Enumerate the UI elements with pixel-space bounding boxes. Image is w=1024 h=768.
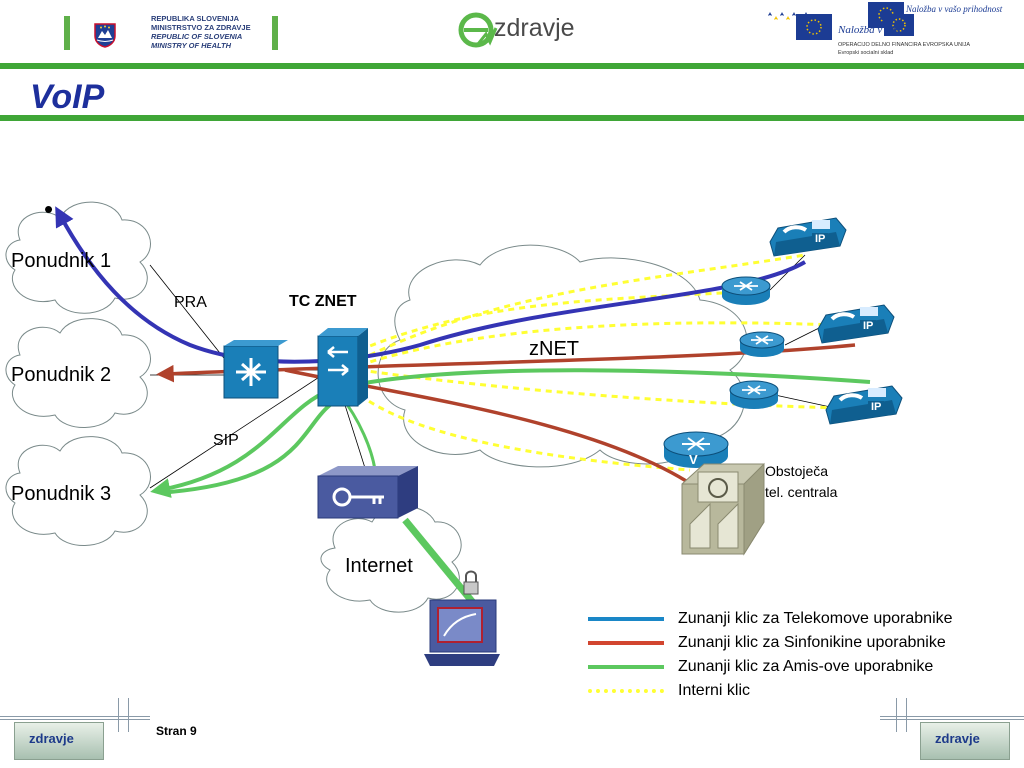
link-sip-p3 <box>149 369 331 489</box>
page-number: Stran 9 <box>156 724 197 738</box>
link-tc-fw <box>344 404 366 469</box>
link-r1-phone1 <box>769 254 806 291</box>
internal-call-3 <box>359 368 846 410</box>
footer-tick-left-2 <box>128 698 129 732</box>
amis-call-path <box>150 368 871 498</box>
footer-logo-left: zdravje <box>14 722 104 760</box>
pbx-label-2: tel. centrala <box>765 484 838 500</box>
eu-op-text: OPERACIJO DELNO FINANCIRA EVROPSKA UNIJA <box>838 42 971 48</box>
pra-label: PRA <box>174 294 207 311</box>
legend-label-internal: Interni klic <box>678 682 751 699</box>
footer-rule-right <box>880 716 1024 717</box>
link-r3-phone3 <box>774 394 836 409</box>
header-divider-bottom <box>0 115 1024 121</box>
internet-uplink <box>402 517 478 608</box>
legend-item-sinfonika: Zunanji klic za Sinfonikine uporabnike <box>588 631 946 655</box>
footer-tick-left <box>118 698 119 732</box>
legend-label-amis: Zunanji klic za Amis-ove uporabnike <box>678 658 934 675</box>
eu-flag-3 <box>884 14 914 36</box>
tc-znet-label: TC ZNET <box>289 293 357 310</box>
internal-call-2 <box>359 321 836 367</box>
legend-swatch-amis <box>588 665 664 669</box>
provider-1-label: Ponudnik 1 <box>11 250 112 272</box>
router-1 <box>721 276 771 305</box>
ministry-line-1: REPUBLIKA SLOVENIJA <box>151 14 240 23</box>
slovenia-coat-of-arms <box>92 22 118 48</box>
ip-phone-3-badge: IP <box>868 401 885 413</box>
internet-label: Internet <box>345 555 413 577</box>
provider-3-label: Ponudnik 3 <box>11 483 112 505</box>
ip-phone-2 <box>817 304 895 344</box>
provider-2-label: Ponudnik 2 <box>11 364 112 386</box>
legend-swatch-telekom <box>588 617 664 621</box>
ezdravje-logo-text: zdravje <box>494 14 575 42</box>
legacy-pbx <box>681 462 765 556</box>
router-3 <box>729 380 779 409</box>
footer-rule-left <box>0 716 150 717</box>
footer-logo-right: zdravje <box>920 722 1010 760</box>
ip-phone-3 <box>825 385 903 425</box>
pbx-label-1: Obstoječa <box>765 463 829 479</box>
footer-tick-right <box>896 698 897 732</box>
legend-label-telekom: Zunanji klic za Telekomove uporabnike <box>678 610 953 627</box>
footer-rule-right-2 <box>880 719 1024 720</box>
voice-gateway <box>223 340 288 399</box>
voice-router-badge: V <box>689 452 698 467</box>
footer-tick-right-2 <box>906 698 907 732</box>
router-2 <box>739 331 785 357</box>
footer-logo-left-text: zdravje <box>29 731 74 746</box>
tc-znet-switch <box>317 328 368 407</box>
legend-swatch-sinfonika <box>588 641 664 645</box>
footer-rule-left-2 <box>0 719 150 720</box>
amis-call-path-2 <box>169 403 332 494</box>
footer: zdravje Stran 9 zdravje <box>0 690 1024 768</box>
voice-router <box>663 431 729 468</box>
legend-item-internal: Interni klic <box>588 679 750 703</box>
footer-logo-right-text: zdravje <box>935 731 980 746</box>
cloud-ponudnik-3 <box>5 436 151 546</box>
ministry-line-2: MINISTRSTVO ZA ZDRAVJE <box>151 23 251 32</box>
cloud-ponudnik-2 <box>5 318 151 428</box>
ezdravje-logo: zdravje <box>456 8 596 54</box>
ministry-line-3: REPUBLIC OF SLOVENIA <box>151 32 243 41</box>
eu-slogan: Naložba v vašo prihodnost <box>906 4 1003 14</box>
internal-call-4 <box>359 393 691 472</box>
header-bar-left-1 <box>64 16 70 50</box>
sip-label: SIP <box>213 432 239 449</box>
legend-swatch-internal <box>588 689 664 693</box>
slide-bullet: • <box>44 194 54 224</box>
ip-phone-1 <box>769 217 847 257</box>
ministry-text: REPUBLIKA SLOVENIJA MINISTRSTVO ZA ZDRAV… <box>151 14 251 50</box>
eu-fund-text: Evropski socialni sklad <box>838 50 894 56</box>
legend-label-sinfonika: Zunanji klic za Sinfonikine uporabnike <box>678 634 946 651</box>
firewall-device <box>317 466 418 519</box>
legend-item-amis: Zunanji klic za Amis-ove uporabnike <box>588 655 933 679</box>
ip-phone-1-badge: IP <box>812 233 829 245</box>
legend-item-telekom: Zunanji klic za Telekomove uporabnike <box>588 607 953 631</box>
ministry-line-4: MINISTRY OF HEALTH <box>151 41 232 50</box>
internet-pc <box>424 570 500 666</box>
slide-title: VoIP <box>30 78 105 116</box>
header-divider-top <box>0 63 1024 69</box>
ip-phone-2-badge: IP <box>860 320 877 332</box>
eu-flag-1 <box>796 14 832 40</box>
znet-label: zNET <box>529 338 579 360</box>
header-bar-left-2 <box>272 16 278 50</box>
header: REPUBLIKA SLOVENIJA MINISTRSTVO ZA ZDRAV… <box>0 0 1024 68</box>
eu-slogan-partial: Naložba v vaš <box>838 24 900 36</box>
